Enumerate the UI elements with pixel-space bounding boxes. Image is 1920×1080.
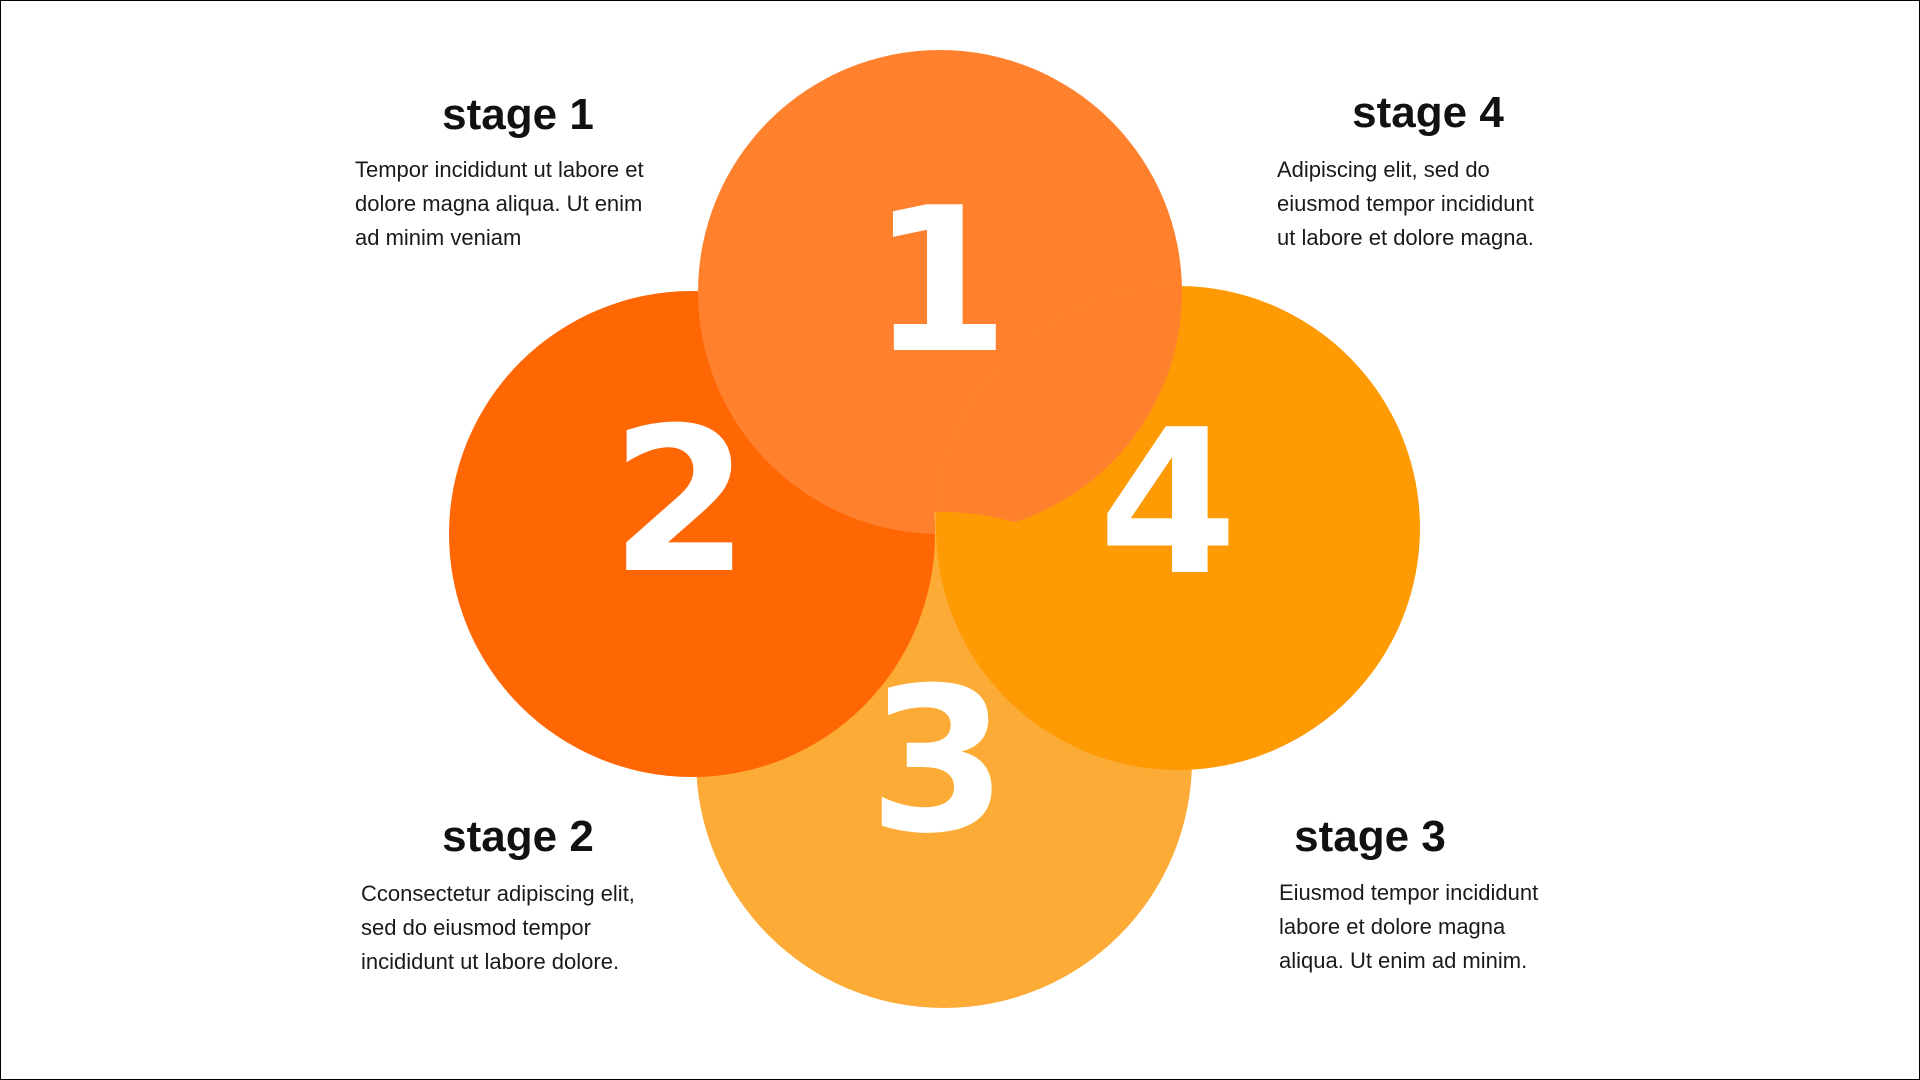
overlap-circle-1-over-2 xyxy=(698,291,935,534)
circle-number-1: 1 xyxy=(870,165,1009,398)
stage-2-description: Cconsectetur adipiscing elit, sed do eiu… xyxy=(361,877,635,979)
stage-3-line: aliqua. Ut enim ad minim. xyxy=(1279,948,1528,973)
stage-2-line: sed do eiusmod tempor xyxy=(361,915,591,940)
stage-4-title: stage 4 xyxy=(1352,88,1504,137)
stage-3-line: Eiusmod tempor incididunt xyxy=(1279,880,1539,905)
stage-1-line: dolore magna aliqua. Ut enim xyxy=(355,191,643,216)
stage-2-line: Cconsectetur adipiscing elit, xyxy=(361,881,635,906)
stage-1-line: ad minim veniam xyxy=(355,225,522,250)
stage-3-description: Eiusmod tempor incididunt labore et dolo… xyxy=(1279,876,1538,978)
stage-1-title: stage 1 xyxy=(442,90,594,139)
stage-4-line: eiusmod tempor incididunt xyxy=(1277,191,1534,216)
stage-4-line: Adipiscing elit, sed do xyxy=(1277,157,1490,182)
circle-number-2: 2 xyxy=(610,385,749,618)
stage-1-line: Tempor incididunt ut labore et xyxy=(355,157,644,182)
stage-1-description: Tempor incididunt ut labore et dolore ma… xyxy=(355,153,644,255)
stage-4-description: Adipiscing elit, sed do eiusmod tempor i… xyxy=(1277,153,1534,255)
stage-2-title: stage 2 xyxy=(442,812,594,861)
circle-number-4: 4 xyxy=(1098,387,1237,620)
stage-3-line: labore et dolore magna xyxy=(1279,914,1506,939)
stage-2-line: incididunt ut labore dolore. xyxy=(361,949,620,974)
stage-3-title: stage 3 xyxy=(1294,812,1446,861)
stage-4-line: ut labore et dolore magna. xyxy=(1277,225,1534,250)
circle-number-3: 3 xyxy=(868,645,1007,878)
